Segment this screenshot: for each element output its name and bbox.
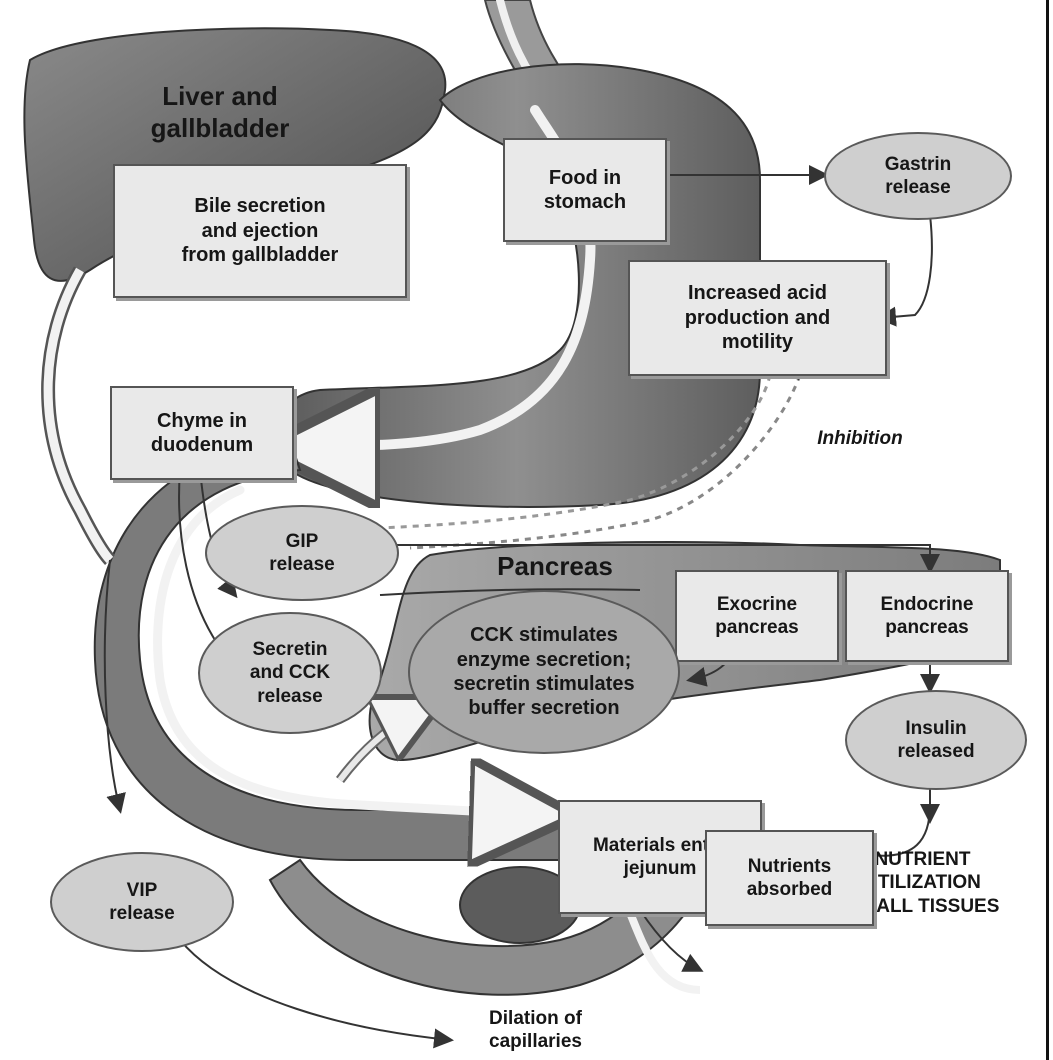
pancreas-label: Pancreas — [497, 551, 613, 582]
cck-stimulates-oval: CCK stimulates enzyme secretion; secreti… — [408, 590, 680, 754]
vip-release-oval: VIP release — [50, 852, 234, 952]
gip-release-oval: GIP release — [205, 505, 399, 601]
gastrin-release-oval: Gastrin release — [824, 132, 1012, 220]
secretin-cck-release-oval: Secretin and CCK release — [198, 612, 382, 734]
liver-label: Liver and gallbladder — [150, 81, 290, 143]
increased-acid-box: Increased acid production and motility — [628, 260, 887, 376]
endocrine-pancreas-box: Endocrine pancreas — [845, 570, 1009, 662]
chyme-in-duodenum-box: Chyme in duodenum — [110, 386, 294, 480]
nutrients-absorbed-box: Nutrients absorbed — [705, 830, 874, 926]
dilation-of-capillaries-label: Dilation of capillaries — [489, 1007, 582, 1052]
exocrine-pancreas-box: Exocrine pancreas — [675, 570, 839, 662]
inhibition-label: Inhibition — [817, 428, 903, 450]
right-border-line — [1046, 0, 1049, 1060]
nutrient-utilization-label: NUTRIENT UTILIZATION BY ALL TISSUES — [846, 849, 1000, 917]
food-in-stomach-box: Food in stomach — [503, 138, 667, 242]
bile-secretion-box: Bile secretion and ejection from gallbla… — [113, 164, 407, 298]
insulin-released-oval: Insulin released — [845, 690, 1027, 790]
